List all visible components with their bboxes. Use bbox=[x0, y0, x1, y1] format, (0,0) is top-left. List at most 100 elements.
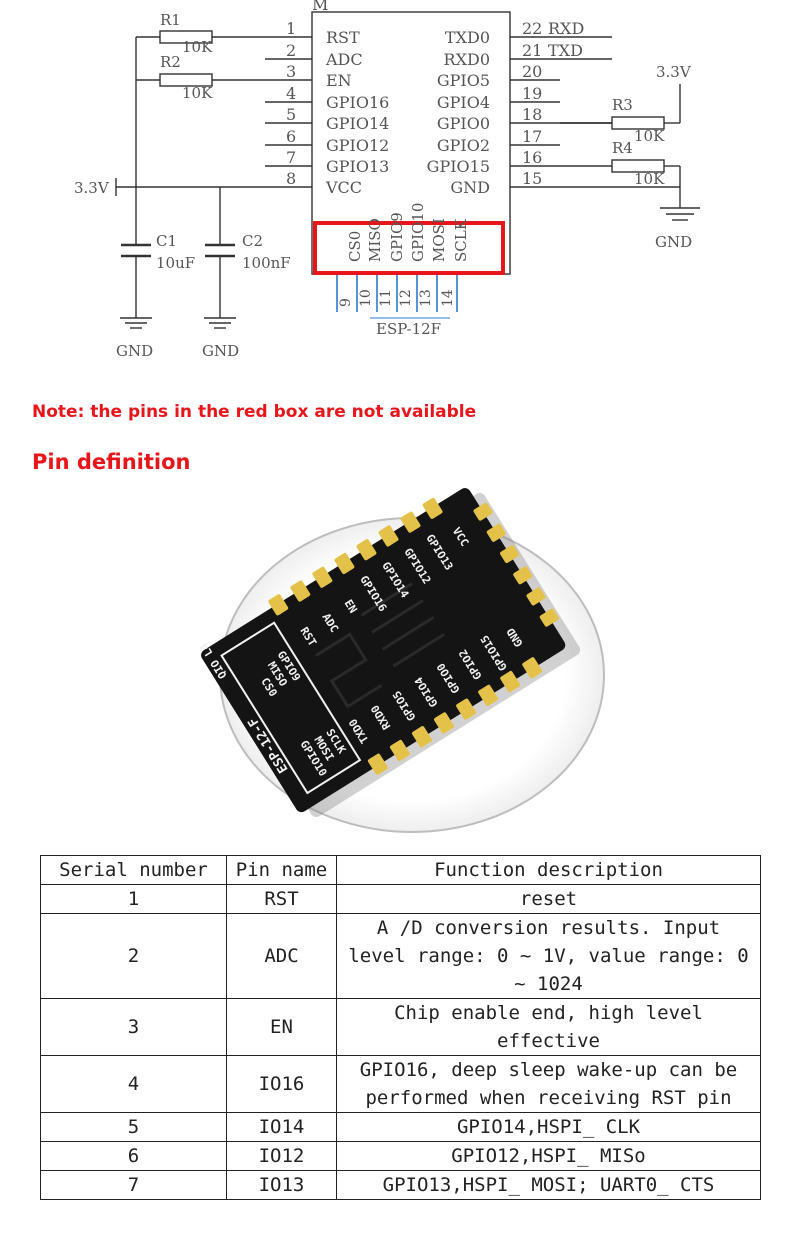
pin-cell: IO12 bbox=[226, 1141, 337, 1171]
pin-number: 9 bbox=[338, 298, 354, 307]
pin-name: MISO bbox=[366, 218, 384, 262]
pin-name: GPIO4 bbox=[437, 93, 490, 112]
pin-name: GPIO13 bbox=[326, 157, 389, 176]
description-cell: Chip enable end, high level effective bbox=[336, 998, 761, 1056]
pin-number: 4 bbox=[286, 84, 296, 103]
power-label-right: 3.3V bbox=[656, 63, 692, 81]
table-row: 4 IO16 GPIO16, deep sleep wake-up can be… bbox=[40, 1055, 761, 1113]
pin-number: 14 bbox=[440, 289, 456, 307]
serial-cell: 6 bbox=[40, 1141, 227, 1171]
left-pin-numbers: 1 2 3 4 5 6 7 8 bbox=[286, 19, 296, 188]
resistor-ref: R2 bbox=[160, 53, 181, 71]
description-cell: GPIO12,HSPI_ MISo bbox=[336, 1141, 761, 1171]
availability-note: Note: the pins in the red box are not av… bbox=[32, 402, 477, 422]
resistor-ref: R3 bbox=[612, 96, 633, 114]
serial-cell: 7 bbox=[40, 1170, 227, 1200]
pin-number: 6 bbox=[286, 127, 296, 146]
net-label-txd: TXD bbox=[548, 41, 583, 60]
table-row: 5 IO14 GPIO14,HSPI_ CLK bbox=[40, 1112, 761, 1142]
resistor-ref: R1 bbox=[160, 11, 181, 29]
pin-name: CS0 bbox=[346, 231, 364, 262]
bottom-pin-numbers: 9 10 11 12 13 14 bbox=[338, 289, 456, 307]
pin-number: 19 bbox=[522, 84, 542, 103]
pin-number: 22 bbox=[522, 19, 542, 38]
pin-number: 10 bbox=[358, 289, 374, 307]
pin-name: GPIO15 bbox=[427, 157, 490, 176]
capacitor-value: 10uF bbox=[156, 254, 195, 272]
resistor-ref: R4 bbox=[612, 139, 633, 157]
pin-number: 3 bbox=[286, 62, 296, 81]
pin-name: ADC bbox=[325, 50, 363, 69]
column-header-pin: Pin name bbox=[226, 855, 337, 885]
capacitor-value: 100nF bbox=[242, 254, 291, 272]
serial-cell: 2 bbox=[40, 913, 227, 999]
pin-cell: IO13 bbox=[226, 1170, 337, 1200]
pin-number: 20 bbox=[522, 62, 542, 81]
pin-number: 12 bbox=[398, 289, 414, 307]
description-cell: GPIO14,HSPI_ CLK bbox=[336, 1112, 761, 1142]
pin-name: GPIO9 bbox=[388, 212, 406, 262]
right-pin-numbers: 22 21 20 19 18 17 16 15 bbox=[522, 19, 542, 188]
unavailable-pins-highlight-box bbox=[313, 221, 505, 275]
module-letter: M bbox=[312, 0, 328, 14]
module-photo: ESP-12-F QIO L4 CS0 MISO GPIO9 GPIO10 MO… bbox=[197, 488, 605, 833]
pin-name: VCC bbox=[325, 178, 362, 197]
right-pin-names: TXD0 RXD0 GPIO5 GPIO4 GPIO0 GPIO2 GPIO15… bbox=[427, 28, 490, 197]
pin-name: GND bbox=[450, 178, 490, 197]
pin-number: 16 bbox=[522, 148, 542, 167]
serial-cell: 5 bbox=[40, 1112, 227, 1142]
table-row: 1 RST reset bbox=[40, 884, 761, 914]
ground-label: GND bbox=[202, 342, 239, 360]
pin-name: MOSI bbox=[430, 218, 448, 262]
pin-number: 11 bbox=[378, 289, 394, 307]
pin-name: GPIO5 bbox=[437, 71, 490, 90]
antenna-outline bbox=[220, 621, 362, 795]
resistor-value: 10K bbox=[182, 84, 213, 102]
table-row: 7 IO13 GPIO13,HSPI_ MOSI; UART0_ CTS bbox=[40, 1170, 761, 1200]
pin-number: 1 bbox=[286, 19, 296, 38]
description-cell: GPIO13,HSPI_ MOSI; UART0_ CTS bbox=[336, 1170, 761, 1200]
table-row: 2 ADC A /D conversion results. Input lev… bbox=[40, 913, 761, 999]
pin-name: RST bbox=[326, 28, 360, 47]
module-name-label: ESP-12F bbox=[376, 320, 441, 338]
pin-cell: EN bbox=[226, 998, 337, 1056]
resistor-value: 10K bbox=[634, 170, 665, 188]
net-label-rxd: RXD bbox=[548, 19, 584, 38]
pin-name: GPIO14 bbox=[326, 114, 389, 133]
pin-definition-table: Serial number Pin name Function descript… bbox=[40, 855, 761, 1200]
pin-number: 15 bbox=[522, 169, 542, 188]
bottom-pin-names: CS0 MISO GPIO9 GPIO10 MOSI SCLK bbox=[346, 203, 470, 262]
pin-number: 17 bbox=[522, 127, 542, 146]
description-cell: reset bbox=[336, 884, 761, 914]
resistor-value: 10K bbox=[634, 127, 665, 145]
column-header-serial: Serial number bbox=[40, 855, 227, 885]
capacitor-ref: C2 bbox=[242, 232, 263, 250]
table-header-row: Serial number Pin name Function descript… bbox=[40, 855, 761, 885]
pin-cell: IO16 bbox=[226, 1055, 337, 1113]
left-pin-names: RST ADC EN GPIO16 GPIO14 GPIO12 GPIO13 V… bbox=[325, 28, 389, 197]
pin-name: GPIO2 bbox=[437, 136, 490, 155]
pin-number: 13 bbox=[418, 289, 434, 307]
column-header-function: Function description bbox=[336, 855, 761, 885]
pin-number: 2 bbox=[286, 41, 296, 60]
ground-label: GND bbox=[116, 342, 153, 360]
serial-cell: 1 bbox=[40, 884, 227, 914]
pin-name: EN bbox=[326, 71, 352, 90]
power-label-left: 3.3V bbox=[74, 179, 110, 197]
pin-name: GPIO16 bbox=[326, 93, 389, 112]
pin-number: 18 bbox=[522, 105, 542, 124]
ground-label: GND bbox=[655, 233, 692, 251]
pin-cell: IO14 bbox=[226, 1112, 337, 1142]
table-row: 3 EN Chip enable end, high level effecti… bbox=[40, 998, 761, 1056]
serial-cell: 4 bbox=[40, 1055, 227, 1113]
pin-number: 7 bbox=[286, 148, 296, 167]
photo-pin-label: EN bbox=[342, 597, 360, 615]
pin-cell: RST bbox=[226, 884, 337, 914]
description-cell: A /D conversion results. Input level ran… bbox=[336, 913, 761, 999]
pin-definition-heading: Pin definition bbox=[32, 450, 191, 474]
description-cell: GPIO16, deep sleep wake-up can be perfor… bbox=[336, 1055, 761, 1113]
serial-cell: 3 bbox=[40, 998, 227, 1056]
pin-number: 21 bbox=[522, 41, 542, 60]
pin-name: GPIO10 bbox=[409, 203, 427, 262]
pin-cell: ADC bbox=[226, 913, 337, 999]
